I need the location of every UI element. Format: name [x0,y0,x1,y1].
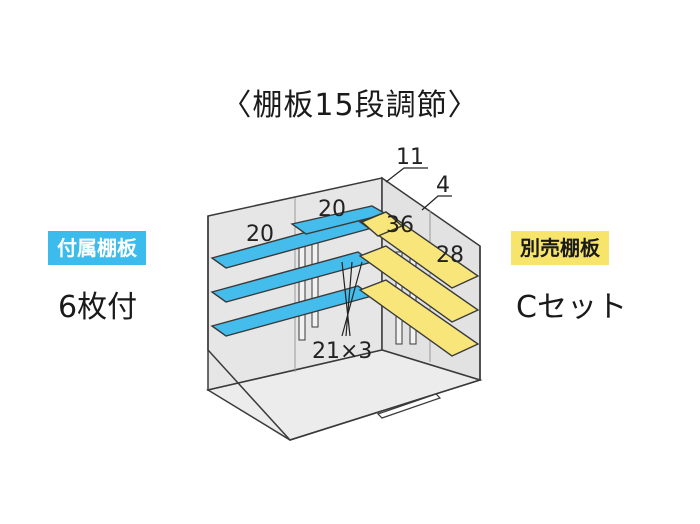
optional-shelf [358,279,480,357]
included-shelves-badge: 付属棚板 [48,231,146,265]
dim-right-depth: 4 [436,173,450,198]
included-shelves [210,205,388,337]
diagram-title: 〈棚板15段調節〉 [221,88,479,123]
dim-left-shelf-b: 20 [318,197,346,222]
dim-corner-shelf: 36 [386,213,414,238]
optional-shelves-set: Cセット [516,290,627,325]
included-shelves-count: 6枚付 [58,290,138,325]
optional-shelves-badge: 別売棚板 [511,231,609,265]
optional-shelves [358,211,480,357]
leader-top-depth [385,167,428,183]
leader-spacing [341,261,363,337]
leader-right-depth [421,195,452,211]
dim-right-shelf: 28 [436,243,464,268]
dim-spacing: 21×3 [312,339,372,364]
leader-spacing [345,261,353,337]
shelf-post [298,235,306,341]
leader-spacing [341,261,351,337]
door-rail [376,393,442,419]
outer-frame [207,216,481,441]
optional-shelf [360,211,404,237]
optional-shelf [358,245,480,323]
dim-left-shelf-a: 20 [246,222,274,247]
dim-top-depth: 11 [396,145,424,170]
